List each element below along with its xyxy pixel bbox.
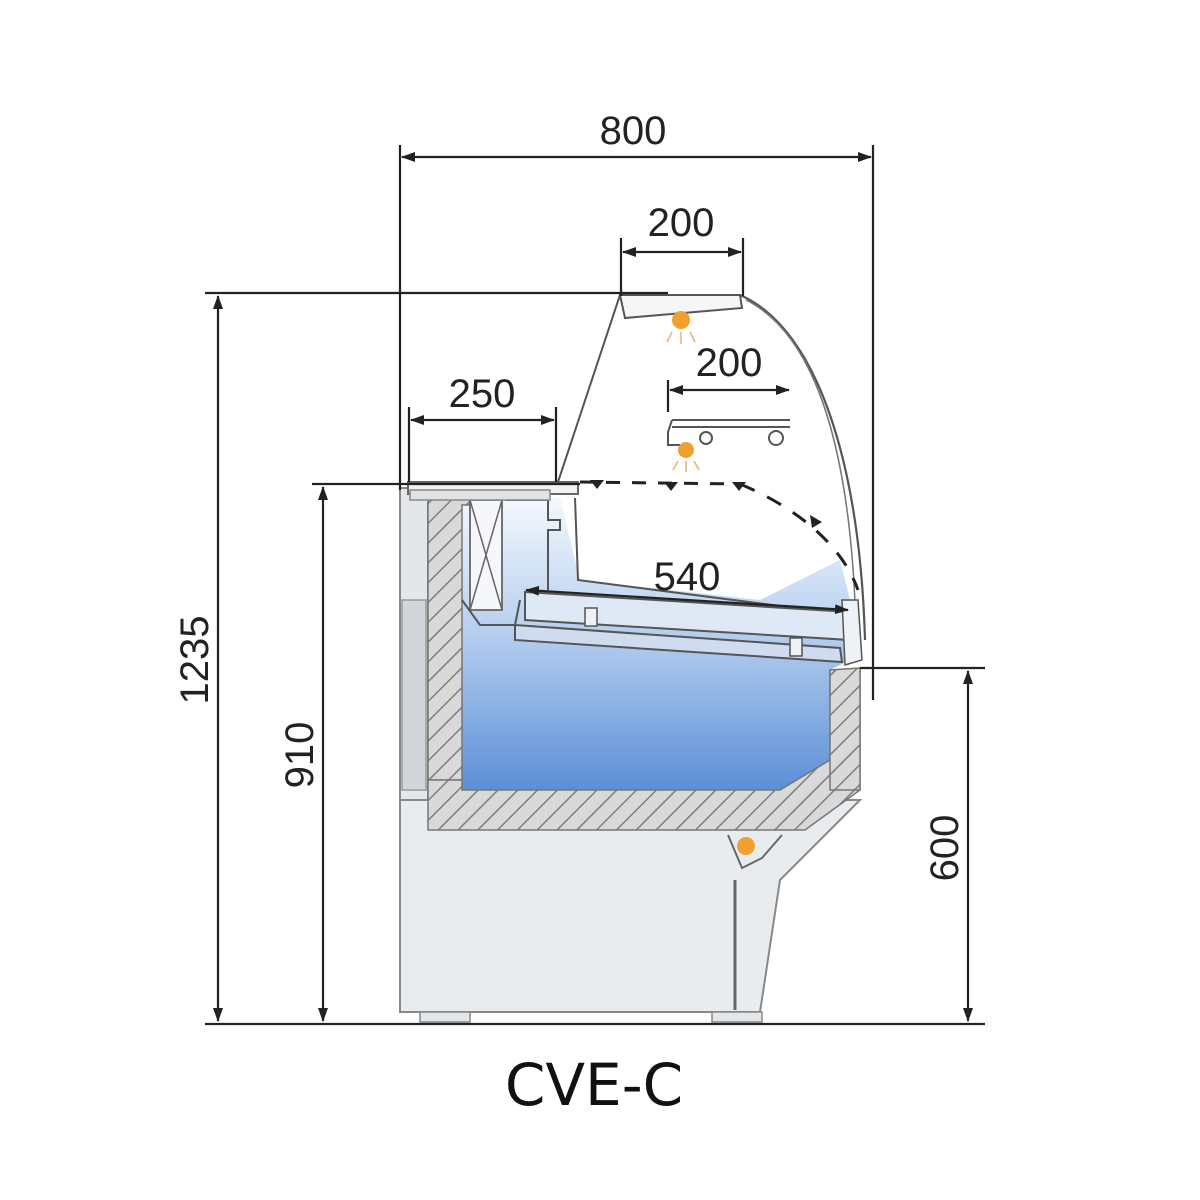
lamp-shelf-icon: [672, 442, 700, 472]
model-label: CVE-C: [505, 1051, 683, 1119]
dimension-lines: [205, 145, 985, 1026]
dim-total-height: 1235: [173, 616, 217, 705]
dim-display-depth: 540: [654, 555, 721, 599]
upper-shelf: [667, 419, 790, 446]
dim-front-height: 600: [923, 815, 967, 882]
dim-total-width: 800: [600, 109, 667, 153]
display-tub: [427, 489, 861, 831]
dim-counter-height: 910: [278, 722, 322, 789]
dim-shelf-width: 200: [696, 341, 763, 385]
dim-worktop-depth: 250: [449, 372, 516, 416]
lamp-top-icon: [666, 311, 696, 344]
lamp-bottom-icon: [727, 834, 783, 870]
glass-canopy: [557, 293, 867, 641]
glass-shelf-dashed: [579, 480, 860, 591]
dim-top-glass-width: 200: [648, 201, 715, 245]
